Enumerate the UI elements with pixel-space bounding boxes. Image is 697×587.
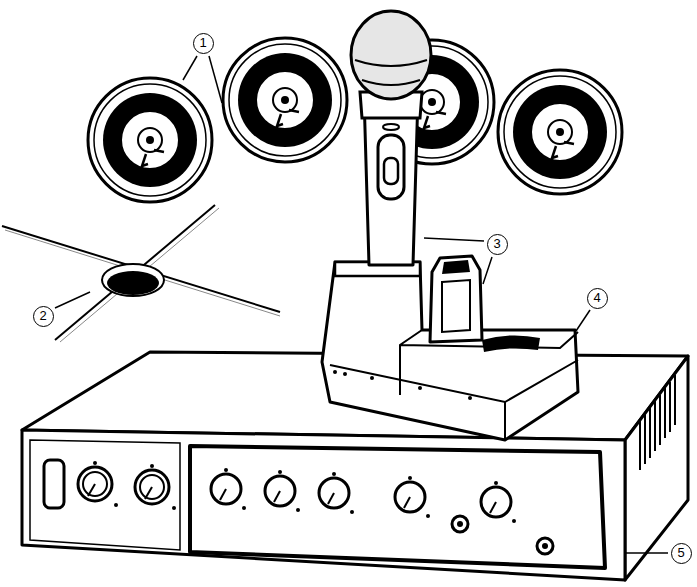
callout-number: 2 bbox=[33, 306, 54, 327]
illustration-part bbox=[468, 396, 472, 400]
illustration-part bbox=[452, 516, 468, 532]
illustration-part bbox=[490, 502, 496, 513]
illustration-part bbox=[22, 430, 625, 580]
illustration-part bbox=[330, 360, 578, 402]
illustration-part bbox=[83, 472, 107, 496]
illustration-part bbox=[102, 264, 164, 296]
illustration-part bbox=[626, 552, 668, 554]
illustration-part bbox=[242, 506, 246, 510]
illustration-part bbox=[351, 11, 431, 99]
illustration-part bbox=[93, 461, 97, 465]
illustration-part bbox=[576, 310, 590, 331]
illustration-part bbox=[537, 538, 553, 554]
illustration-part bbox=[362, 80, 420, 85]
bodypack-transmitter bbox=[430, 256, 482, 342]
illustration-part bbox=[430, 256, 482, 342]
illustration-part bbox=[278, 470, 282, 474]
illustration-part bbox=[404, 497, 410, 508]
illustration-part bbox=[328, 493, 334, 504]
illustration-part bbox=[644, 414, 646, 464]
illustration-part bbox=[30, 440, 180, 550]
illustration-part bbox=[355, 60, 427, 66]
illustration-part bbox=[60, 208, 219, 342]
illustration-part bbox=[494, 481, 498, 485]
illustration-part bbox=[482, 335, 540, 352]
illustration-part bbox=[512, 519, 516, 523]
illustration-part bbox=[2, 226, 280, 312]
illustration-part bbox=[265, 476, 295, 506]
illustration-part bbox=[135, 470, 169, 504]
illustration-part bbox=[183, 56, 197, 80]
illustration-part bbox=[145, 487, 152, 499]
illustration-part bbox=[343, 372, 347, 376]
illustration-part bbox=[220, 489, 226, 500]
illustration-part bbox=[457, 521, 463, 527]
illustration-part bbox=[5, 230, 280, 316]
ceiling-speaker bbox=[88, 78, 212, 202]
illustration-part bbox=[209, 56, 222, 103]
ceiling-speaker bbox=[223, 38, 347, 162]
illustration-part bbox=[107, 271, 159, 295]
illustration-part bbox=[674, 375, 676, 425]
illustration-part bbox=[333, 370, 337, 374]
illustration-part bbox=[649, 408, 651, 458]
illustration-part bbox=[395, 482, 425, 512]
illustration-part bbox=[418, 386, 422, 390]
illustration-part bbox=[55, 292, 90, 308]
illustration-part bbox=[654, 401, 656, 451]
illustration-part bbox=[150, 464, 154, 468]
ceiling-speaker bbox=[498, 70, 622, 194]
handheld-microphone bbox=[351, 11, 431, 265]
callout-number: 3 bbox=[487, 234, 508, 255]
illustration-part bbox=[408, 476, 412, 480]
illustration-part bbox=[296, 508, 300, 512]
illustration-part bbox=[190, 446, 605, 568]
callout-number: 1 bbox=[193, 33, 214, 54]
illustration-part bbox=[659, 395, 661, 445]
illustration-part bbox=[384, 158, 398, 184]
illustration-part bbox=[669, 382, 671, 432]
illustration-part bbox=[224, 468, 228, 472]
illustration-part bbox=[504, 402, 506, 440]
illustration-part bbox=[333, 370, 472, 400]
illustration-part bbox=[140, 475, 164, 499]
illustration-part bbox=[211, 474, 241, 504]
illustration-part bbox=[274, 491, 280, 502]
leader-lines bbox=[55, 56, 668, 553]
illustration-part bbox=[172, 506, 176, 510]
ceiling-microphone bbox=[2, 205, 280, 342]
illustration-part bbox=[332, 472, 336, 476]
callout-number: 5 bbox=[671, 543, 692, 564]
illustration-part bbox=[483, 257, 492, 284]
illustration-part bbox=[83, 472, 496, 513]
illustration-part bbox=[78, 467, 511, 517]
illustration-part bbox=[319, 478, 349, 508]
illustration-part bbox=[664, 388, 666, 438]
illustration-part bbox=[424, 238, 484, 241]
illustration-part bbox=[364, 95, 418, 265]
illustration-part bbox=[55, 205, 215, 340]
illustration-part bbox=[383, 124, 399, 130]
illustration-part bbox=[88, 484, 95, 496]
illustration-part bbox=[481, 487, 511, 517]
illustration-part bbox=[370, 376, 374, 380]
callout-number: 4 bbox=[587, 288, 608, 309]
illustration-part bbox=[542, 543, 548, 549]
illustration-part bbox=[442, 260, 470, 274]
illustration-part bbox=[350, 510, 354, 514]
illustration-part bbox=[442, 280, 470, 332]
illustration-part bbox=[114, 503, 118, 507]
illustration-part bbox=[78, 467, 112, 501]
illustration-part bbox=[640, 375, 675, 470]
illustration-part bbox=[93, 461, 516, 523]
illustration-part bbox=[426, 514, 430, 518]
illustration-part bbox=[639, 420, 641, 470]
illustration-part bbox=[378, 135, 404, 199]
illustration-part bbox=[44, 460, 64, 508]
